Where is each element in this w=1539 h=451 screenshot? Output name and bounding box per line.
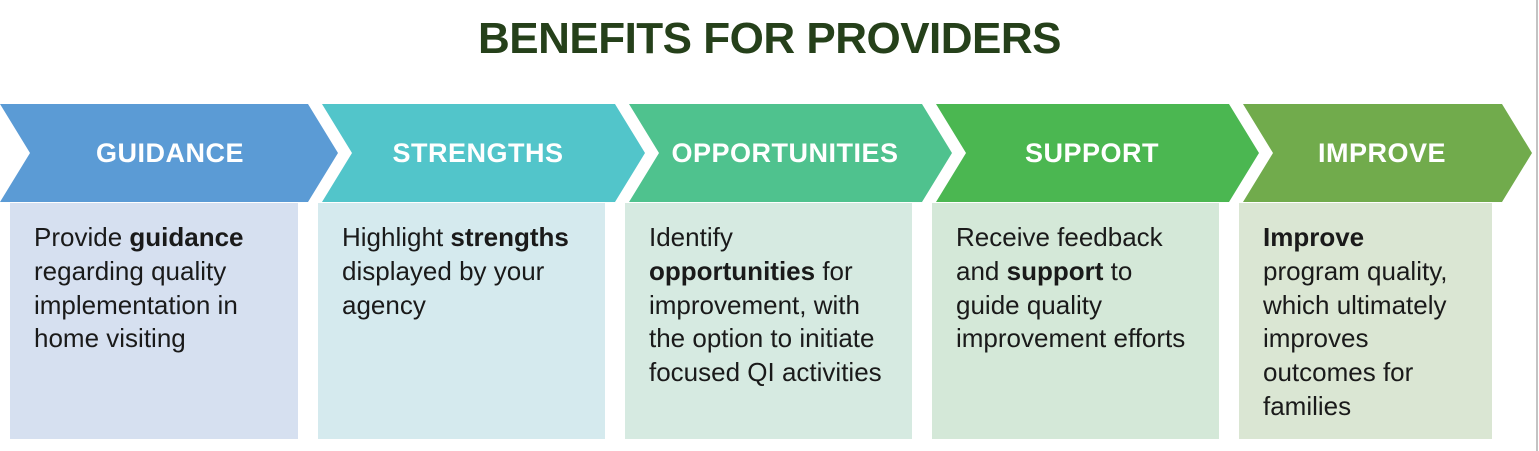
chevron-arrows-graphic (0, 104, 1532, 202)
chevron-arrow-strengths (322, 104, 645, 202)
chevron-arrow-improve (1243, 104, 1532, 202)
arrow-label-opportunities: OPPORTUNITIES (671, 137, 899, 168)
chevron-arrow-opportunities (629, 104, 952, 202)
description-box-support: Receive feedback and support to guide qu… (932, 203, 1219, 439)
description-box-strengths: Highlight strengths displayed by your ag… (318, 203, 605, 439)
arrow-label-guidance: GUIDANCE (95, 137, 244, 168)
arrow-label-support: SUPPORT (1024, 137, 1160, 168)
description-box-guidance: Provide guidance regarding quality imple… (10, 203, 298, 439)
arrow-label-strengths: STRENGTHS (392, 137, 564, 168)
page-title: BENEFITS FOR PROVIDERS (477, 14, 1062, 63)
chevron-arrow-support (936, 104, 1259, 202)
chevron-arrow-band: GUIDANCE STRENGTHS OPPORTUNITIES SUPPORT… (0, 104, 1539, 202)
description-box-opportunities: Identify opportunities for improvement, … (625, 203, 912, 439)
image-right-border (1536, 0, 1538, 451)
chevron-arrow-guidance (0, 104, 338, 202)
description-box-improve: Improve program quality, which ultimatel… (1239, 203, 1492, 439)
arrow-label-improve: IMPROVE (1317, 137, 1447, 168)
